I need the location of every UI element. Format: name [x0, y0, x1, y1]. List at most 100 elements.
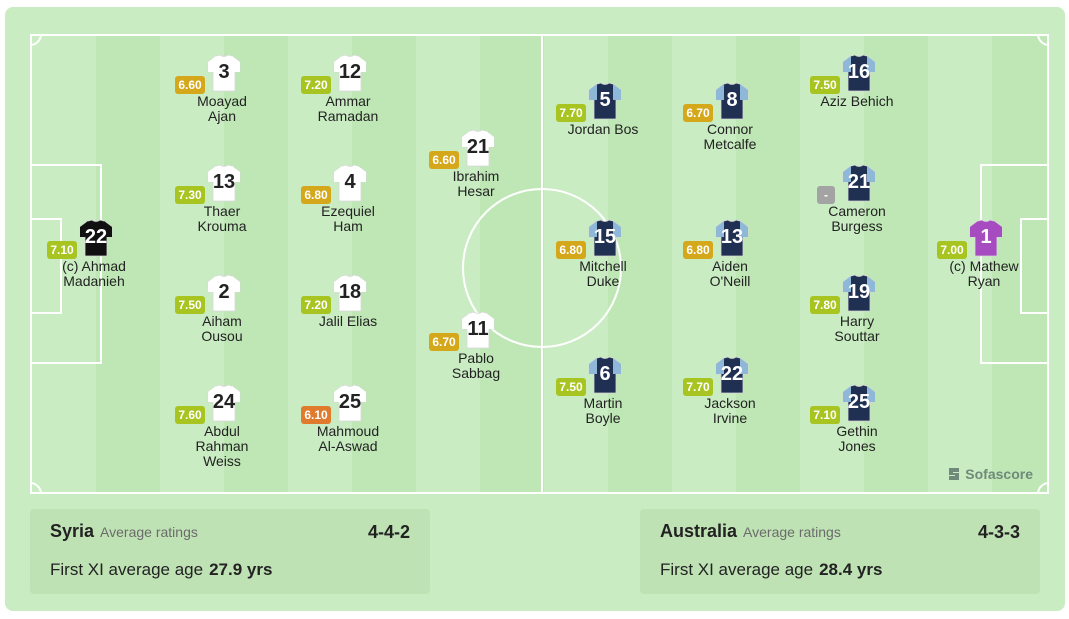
jersey-icon: 5 — [588, 82, 622, 120]
team-name: Syria — [50, 521, 95, 541]
jersey-icon: 8 — [715, 82, 749, 120]
rating-badge: 7.60 — [175, 406, 205, 424]
goal-area-right — [1020, 218, 1047, 314]
rating-badge: 6.60 — [175, 76, 205, 94]
player-name: Martin Boyle — [583, 395, 623, 426]
jersey-number: 25 — [847, 391, 871, 413]
jersey-number: 11 — [467, 318, 489, 340]
rating-badge: 7.50 — [810, 76, 840, 94]
jersey-icon: 18 — [333, 274, 367, 312]
player-name: Pablo Sabbag — [451, 350, 501, 381]
average-ratings-label: Average ratings — [100, 524, 198, 540]
formation: 4-4-2 — [367, 522, 410, 542]
jersey-icon: 16 — [842, 54, 876, 92]
jersey-icon: 13 — [207, 164, 241, 202]
player-name: (c) Mathew Ryan — [949, 258, 1019, 289]
jersey-icon: 25 — [842, 384, 876, 422]
team-info: Syria Average ratings — [50, 521, 198, 542]
jersey-icon: 1 — [969, 219, 1003, 257]
jersey-number: 21 — [847, 171, 871, 193]
jersey-icon: 12 — [333, 54, 367, 92]
jersey-number: 21 — [466, 136, 490, 158]
rating-badge: 6.70 — [683, 104, 713, 122]
goal-area-left — [32, 218, 62, 314]
rating-badge: 7.30 — [175, 186, 205, 204]
jersey-number: 13 — [212, 171, 236, 193]
player-name: Aiden O'Neill — [709, 258, 751, 289]
average-age-value: 27.9 yrs — [209, 560, 273, 579]
rating-badge: 7.70 — [556, 104, 586, 122]
penalty-area-right — [980, 164, 1047, 364]
rating-badge: 7.50 — [175, 296, 205, 314]
pitch-stripe — [864, 36, 928, 492]
jersey-number: 4 — [344, 171, 356, 193]
player-name: Gethin Jones — [836, 423, 878, 454]
jersey-icon: 25 — [333, 384, 367, 422]
jersey-icon: 6 — [588, 356, 622, 394]
jersey-number: 18 — [338, 281, 362, 303]
player-name: Cameron Burgess — [828, 203, 886, 234]
rating-badge: 6.10 — [301, 406, 331, 424]
rating-badge: 7.20 — [301, 76, 331, 94]
jersey-number: 12 — [338, 61, 362, 83]
player-name: Jackson Irvine — [704, 395, 756, 426]
pitch-stripe — [992, 36, 1047, 492]
player-name: Jalil Elias — [318, 313, 378, 329]
jersey-icon: 22 — [715, 356, 749, 394]
jersey-icon: 15 — [588, 219, 622, 257]
rating-badge: 6.70 — [429, 333, 459, 351]
player-name: Mitchell Duke — [579, 258, 627, 289]
formation: 4-3-3 — [977, 522, 1020, 542]
pitch-stripe — [96, 36, 160, 492]
player-name: Ammar Ramadan — [317, 93, 379, 124]
rating-badge: 6.80 — [683, 241, 713, 259]
player-name: Abdul Rahman Weiss — [195, 423, 249, 469]
average-age-label: First XI average age — [660, 560, 814, 579]
home-team-summary: Syria Average ratings 4-4-2 First XI aver… — [30, 509, 430, 594]
average-age-label: First XI average age — [50, 560, 204, 579]
jersey-icon: 21 — [461, 129, 495, 167]
jersey-icon: 13 — [715, 219, 749, 257]
rating-badge: 6.80 — [556, 241, 586, 259]
player-name: (c) Ahmad Madanieh — [62, 258, 126, 289]
jersey-number: 15 — [593, 226, 617, 248]
jersey-icon: 2 — [207, 274, 241, 312]
jersey-number: 22 — [720, 363, 744, 385]
jersey-icon: 21 — [842, 164, 876, 202]
sofascore-logo-icon — [947, 467, 961, 481]
player-name: Connor Metcalfe — [703, 121, 757, 152]
player-name: Harry Souttar — [834, 313, 880, 344]
average-ratings-label: Average ratings — [743, 524, 841, 540]
rating-badge: 7.70 — [683, 378, 713, 396]
jersey-number: 2 — [218, 281, 230, 303]
jersey-number: 13 — [720, 226, 744, 248]
jersey-number: 24 — [212, 391, 236, 413]
jersey-icon: 19 — [842, 274, 876, 312]
player-australia[interactable]: 21-Cameron Burgess — [787, 164, 927, 244]
jersey-number: 3 — [218, 61, 230, 83]
